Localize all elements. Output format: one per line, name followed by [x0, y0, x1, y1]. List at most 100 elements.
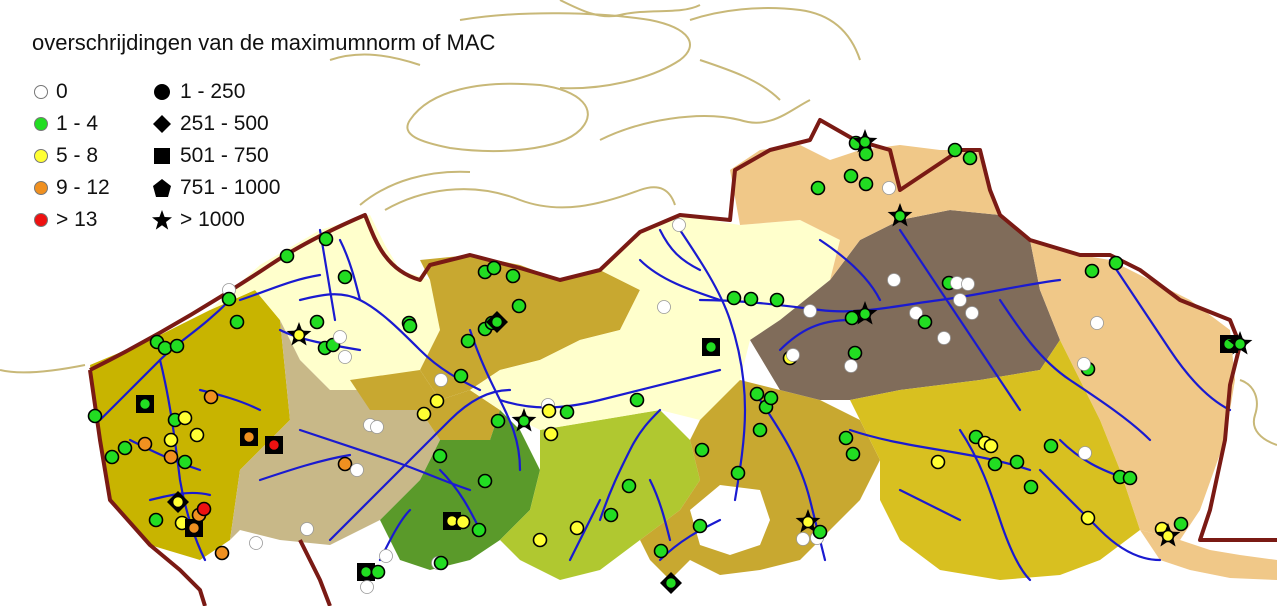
point-circle: [694, 442, 710, 458]
measurement-point: [852, 301, 878, 325]
basin-south-strip: [1140, 530, 1277, 580]
point-circle: [858, 176, 874, 192]
point-circle: [858, 307, 872, 321]
point-circle: [882, 181, 896, 195]
measurement-point: [786, 348, 800, 362]
point-circle: [517, 414, 531, 428]
measurement-point: [882, 181, 896, 195]
point-circle: [621, 478, 637, 494]
measurement-point: [1122, 470, 1138, 486]
point-circle: [983, 438, 999, 454]
point-circle: [909, 306, 923, 320]
point-circle: [844, 310, 860, 326]
point-circle: [1043, 438, 1059, 454]
measurement-point: [887, 203, 913, 227]
measurement-point: [189, 427, 205, 443]
measurement-point: [987, 456, 1003, 472]
point-circle: [433, 555, 449, 571]
measurement-point: [148, 512, 164, 528]
point-circle: [664, 576, 678, 590]
point-circle: [429, 393, 445, 409]
measurement-point: [962, 150, 978, 166]
measurement-point: [511, 298, 527, 314]
measurement-point: [692, 518, 708, 534]
point-circle: [726, 290, 742, 306]
point-circle: [486, 260, 502, 276]
point-circle: [214, 545, 230, 561]
measurement-point: [357, 563, 375, 581]
basin-polders: [210, 215, 440, 390]
measurement-point: [844, 310, 860, 326]
point-circle: [858, 146, 874, 162]
measurement-point: [726, 290, 742, 306]
basin-maas: [730, 145, 1000, 280]
legend-swatch-white: [34, 85, 48, 99]
point-circle: [416, 406, 432, 422]
point-circle: [453, 368, 469, 384]
point-circle: [743, 291, 759, 307]
measurement-point: [337, 269, 353, 285]
measurement-point: [763, 390, 779, 406]
point-circle: [937, 331, 951, 345]
point-circle: [603, 507, 619, 523]
legend-swatch-yellow: [34, 149, 48, 163]
measurement-point: [221, 291, 237, 307]
measurement-point: [429, 393, 445, 409]
point-circle: [962, 150, 978, 166]
legend-row-count-3: 9 - 12: [34, 174, 110, 202]
measurement-point: [163, 449, 179, 465]
measurement-point: [672, 218, 686, 232]
point-circle: [350, 463, 364, 477]
point-circle: [1023, 479, 1039, 495]
point-circle: [455, 514, 471, 530]
measurement-point: [433, 555, 449, 571]
point-circle: [965, 306, 979, 320]
measurement-point: [337, 456, 353, 472]
legend-row-size-1: 251 - 500: [152, 110, 269, 138]
measurement-point: [694, 442, 710, 458]
legend-label: > 1000: [180, 208, 245, 231]
measurement-point: [453, 368, 469, 384]
measurement-point: [505, 268, 521, 284]
legend-label: 0: [56, 80, 68, 103]
measurement-point: [621, 478, 637, 494]
measurement-point: [460, 333, 476, 349]
measurement-point: [803, 304, 817, 318]
measurement-point: [1043, 438, 1059, 454]
point-circle: [163, 449, 179, 465]
point-circle: [169, 338, 185, 354]
measurement-point: [137, 436, 153, 452]
measurement-point: [87, 408, 103, 424]
point-circle: [704, 340, 718, 354]
measurement-point: [136, 395, 154, 413]
point-circle: [189, 427, 205, 443]
measurement-point: [455, 514, 471, 530]
measurement-point: [961, 277, 975, 291]
point-circle: [309, 314, 325, 330]
point-circle: [843, 168, 859, 184]
measurement-point: [847, 345, 863, 361]
measurement-point: [937, 331, 951, 345]
point-circle: [893, 209, 907, 223]
measurement-point: [490, 413, 506, 429]
measurement-point: [1009, 454, 1025, 470]
star-icon: [152, 210, 172, 230]
basin-leie: [230, 320, 440, 545]
point-circle: [629, 392, 645, 408]
measurement-point: [1173, 516, 1189, 532]
measurement-point: [471, 522, 487, 538]
measurement-point: [947, 142, 963, 158]
legend-label: 251 - 500: [180, 112, 269, 135]
point-circle: [1233, 337, 1247, 351]
point-circle: [657, 300, 671, 314]
point-circle: [370, 564, 386, 580]
point-circle: [117, 440, 133, 456]
basin-maas-east: [1030, 240, 1235, 540]
point-circle: [203, 389, 219, 405]
measurement-point: [265, 436, 283, 454]
legend-swatch-orange: [34, 181, 48, 195]
legend-row-count-0: 0: [34, 78, 68, 106]
measurement-point: [185, 519, 203, 537]
point-circle: [845, 446, 861, 462]
point-circle: [177, 410, 193, 426]
